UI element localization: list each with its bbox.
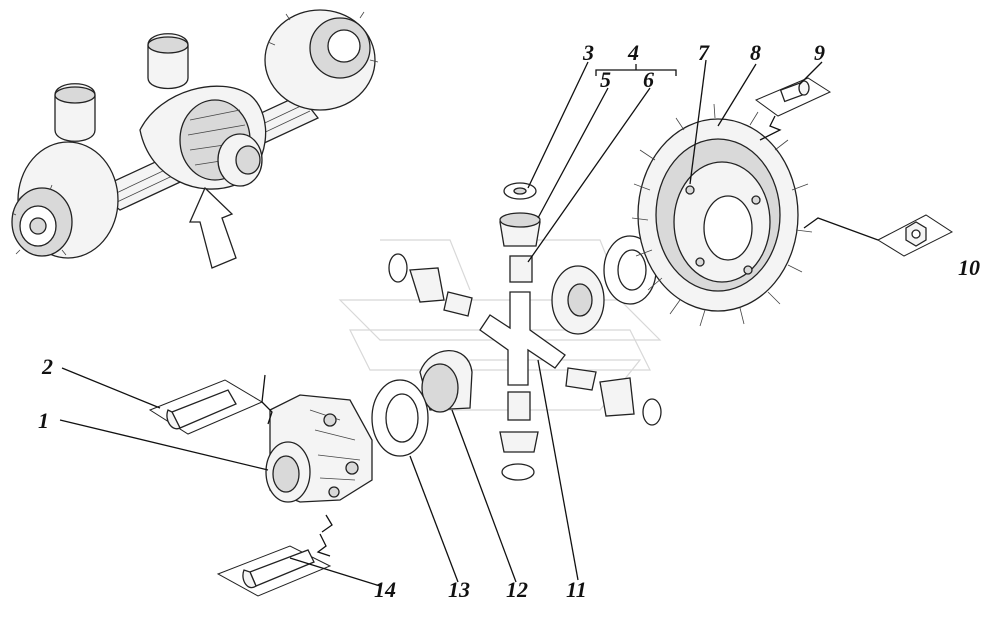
callout-1: 1 (38, 408, 49, 433)
callout-3: 3 (582, 40, 594, 65)
bolt-14-drawing (216, 514, 333, 597)
crown-gear-drawing (631, 103, 813, 327)
bolt-9-drawing (754, 77, 832, 141)
bolt-2-drawing (148, 374, 273, 435)
callout-10: 10 (958, 255, 980, 280)
callout-6: 6 (643, 67, 654, 92)
axle-assembly-drawing (11, 9, 379, 269)
callout-9: 9 (814, 40, 825, 65)
leader-lines (59, 59, 823, 587)
callout-4: 4 (627, 40, 639, 65)
callout-7: 7 (698, 40, 710, 65)
nut-10-drawing (803, 214, 954, 257)
differential-case-drawing (265, 394, 373, 503)
callout-8: 8 (750, 40, 761, 65)
callout-12: 12 (506, 577, 528, 602)
callout-5: 5 (600, 67, 611, 92)
callout-14: 14 (374, 577, 396, 602)
callout-2: 2 (41, 354, 53, 379)
spider-and-gears-drawing (371, 182, 662, 481)
callout-11: 11 (566, 577, 587, 602)
callout-13: 13 (448, 577, 470, 602)
